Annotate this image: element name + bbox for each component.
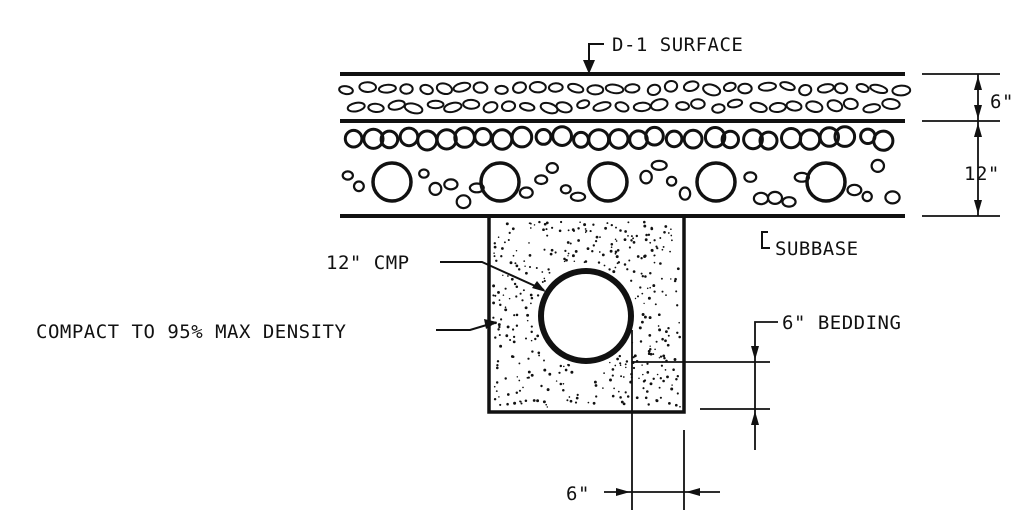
width-arrow-2 — [686, 488, 700, 496]
dim-arrow-4 — [974, 200, 982, 214]
dim-width-label: 6" — [566, 483, 590, 505]
surface-aggregate-pattern — [338, 79, 912, 115]
leaders — [436, 43, 770, 331]
pipe-leader — [440, 261, 545, 291]
backfill-stipple — [492, 220, 681, 408]
bedding-arrow-2 — [751, 411, 759, 425]
labels: D-1 SURFACE SUBBASE 12" CMP COMPACT TO 9… — [36, 34, 1014, 505]
compact-leader-arrow — [484, 319, 497, 329]
subbase-leader — [761, 231, 770, 249]
dim-arrow-1 — [974, 76, 982, 90]
surface-layer — [338, 72, 912, 123]
bedding-leader — [754, 321, 778, 330]
dim-arrow-2 — [974, 105, 982, 119]
bedding-label: 6" BEDDING — [782, 312, 901, 334]
surface-leader-arrow — [583, 60, 595, 74]
cmp-pipe — [538, 268, 634, 364]
surface-label: D-1 SURFACE — [612, 34, 743, 56]
pipe-label: 12" CMP — [326, 252, 410, 274]
dim-arrow-3 — [974, 123, 982, 137]
subbase-label: SUBBASE — [775, 238, 859, 260]
trench — [487, 218, 686, 414]
base-aggregate-pattern — [341, 125, 901, 210]
dim-base-label: 12" — [964, 163, 1000, 185]
trench-outline — [487, 218, 686, 414]
width-arrow-1 — [616, 488, 630, 496]
pipe-leader-arrow — [532, 281, 546, 292]
base-course-layer — [340, 125, 905, 218]
dim-surface-label: 6" — [990, 91, 1014, 113]
bedding-arrow-1 — [751, 346, 759, 360]
dimensions — [604, 73, 1000, 510]
compact-leader — [436, 323, 491, 331]
compact-label: COMPACT TO 95% MAX DENSITY — [36, 321, 346, 343]
